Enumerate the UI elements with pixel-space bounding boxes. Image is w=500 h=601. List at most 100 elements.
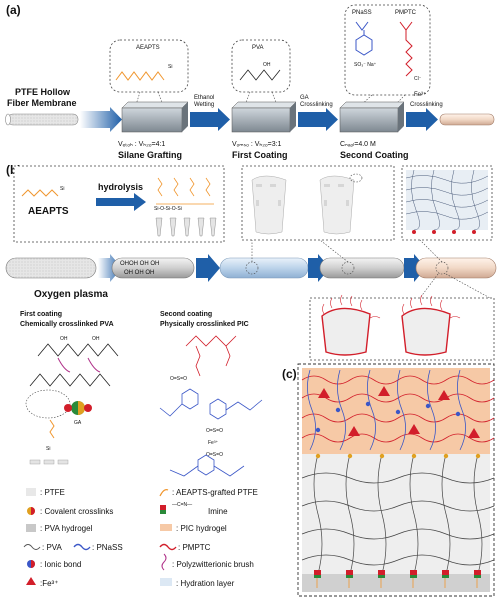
pva-coated-fiber bbox=[319, 257, 405, 279]
coated-fiber-output bbox=[439, 113, 495, 126]
pva-hydrogel-layer bbox=[302, 454, 490, 574]
first-coating-line1: First coating bbox=[20, 311, 62, 318]
svg-text:Fe³⁺: Fe³⁺ bbox=[208, 440, 219, 446]
step3-name: Second Coating bbox=[340, 150, 409, 160]
aeapts-label: AEAPTS bbox=[28, 206, 69, 217]
svg-text:OH: OH bbox=[92, 336, 100, 342]
svg-text:Cl⁻: Cl⁻ bbox=[414, 76, 422, 82]
ptfe-fiber-tube bbox=[7, 113, 79, 126]
hydrogel-network-inset bbox=[401, 165, 493, 241]
ratio-3: Cₙₐₒₗ=4.0 M bbox=[340, 141, 376, 148]
reaction-bath-3 bbox=[339, 107, 399, 133]
svg-text:Si: Si bbox=[168, 64, 172, 70]
svg-text:—C=N—: —C=N— bbox=[172, 502, 192, 508]
aeapts-inset bbox=[109, 39, 189, 93]
ratio-1: Vₑₜₒₕ : Vₕ₂ₒ=4:1 bbox=[118, 141, 165, 148]
svg-text:: Covalent crosslinks: : Covalent crosslinks bbox=[40, 507, 113, 516]
aeapts-hydrolysis-inset: Si AEAPTS hydrolysis Si-O-Si-O-Si bbox=[13, 165, 225, 243]
ptfe-substrate bbox=[302, 574, 490, 592]
pnass-tag: PNaSS bbox=[352, 10, 372, 16]
panel-a-fiber-input: PTFE Hollow Fiber Membrane bbox=[5, 87, 122, 132]
ga-crosslink-icon: GA bbox=[64, 401, 92, 426]
first-coating-chemistry: First coating Chemically crosslinked PVA… bbox=[20, 311, 119, 465]
legend: : PTFE : AEAPTS-grafted PTFE : Covalent … bbox=[23, 488, 258, 588]
second-coating-line1: Second coating bbox=[160, 311, 212, 318]
svg-text:: PVA: : PVA bbox=[42, 543, 63, 552]
hydrolysis-label: hydrolysis bbox=[98, 182, 143, 192]
oxygen-plasma-label: Oxygen plasma bbox=[34, 289, 108, 300]
plasma-treated-fiber bbox=[111, 257, 195, 279]
panel-a-label: (a) bbox=[6, 3, 21, 17]
pmptc-tag: PMPTC bbox=[395, 10, 417, 16]
svg-text:GA: GA bbox=[300, 95, 309, 101]
svg-text:: PVA hydrogel: : PVA hydrogel bbox=[40, 524, 93, 533]
svg-text:: Hydration layer: : Hydration layer bbox=[176, 579, 235, 588]
step-silane-grafting: AEAPTS Si Vₑₜₒₕ : Vₕ₂ₒ=4:1 Silane Grafti… bbox=[109, 39, 189, 160]
pva-inset-tag: PVA bbox=[252, 45, 264, 51]
svg-text:: PNaSS: : PNaSS bbox=[92, 543, 123, 552]
legend-item-fe: :Fe³⁺ bbox=[26, 577, 58, 588]
fiber-title-line2: Fiber Membrane bbox=[7, 98, 77, 108]
svg-text:O=S=O: O=S=O bbox=[170, 376, 187, 382]
hydrolysis-arrow bbox=[96, 193, 146, 211]
arrow-to-step1 bbox=[80, 107, 122, 132]
svg-text:OH: OH bbox=[263, 62, 271, 68]
legend-item-pva-gel: : PVA hydrogel bbox=[26, 524, 93, 533]
ga-label: GA bbox=[74, 420, 82, 426]
step-first-coating: PVA OH Vₒₘₛₒ : Vₕ₂ₒ=3:1 First Coating bbox=[231, 39, 297, 160]
panel-c-interface-diagram bbox=[297, 363, 495, 597]
svg-text:Imine: Imine bbox=[208, 507, 228, 516]
svg-text:O=S=O: O=S=O bbox=[206, 428, 223, 434]
legend-item-imine: —C=N— Imine bbox=[160, 502, 228, 516]
ptfe-fiber-start bbox=[5, 257, 97, 279]
legend-item-pva-pnass-pmptc: : PVA : PNaSS : PMPTC bbox=[23, 543, 211, 552]
svg-text:Fe³⁺: Fe³⁺ bbox=[414, 91, 426, 98]
ratio-2: Vₒₘₛₒ : Vₕ₂ₒ=3:1 bbox=[232, 141, 282, 148]
svg-text:Si: Si bbox=[60, 186, 64, 192]
legend-item-pic-gel: : PIC hydrogel bbox=[160, 524, 227, 533]
svg-text:Wetting: Wetting bbox=[194, 102, 214, 108]
legend-item-covalent: : Covalent crosslinks bbox=[27, 507, 113, 516]
silane-fiber bbox=[219, 257, 309, 279]
svg-text:O=S=O: O=S=O bbox=[206, 452, 223, 458]
second-coating-line2: Physically crosslinked PIC bbox=[160, 321, 249, 328]
svg-text:: PIC hydrogel: : PIC hydrogel bbox=[176, 524, 227, 533]
legend-item-ptfe: : PTFE bbox=[26, 488, 65, 497]
svg-text:: Ionic bond: : Ionic bond bbox=[40, 560, 81, 569]
legend-item-aeapts: : AEAPTS-grafted PTFE bbox=[159, 488, 258, 497]
step-second-coating: PNaSS PMPTC SO₃⁻ Na⁺ Cl⁻ Cₙₐₒₗ=4.0 M Sec… bbox=[339, 4, 431, 160]
pic-coated-fiber bbox=[415, 257, 497, 279]
svg-text:: Polyzwitterionic brush: : Polyzwitterionic brush bbox=[172, 560, 254, 569]
svg-text:Crosslinking: Crosslinking bbox=[300, 102, 333, 108]
svg-text:: PMPTC: : PMPTC bbox=[178, 543, 211, 552]
arrow-step1-step2: Ethanol Wetting bbox=[190, 95, 230, 131]
step2-name: First Coating bbox=[232, 150, 288, 160]
second-coating-chemistry: Second coating Physically crosslinked PI… bbox=[159, 311, 263, 477]
svg-text:OH: OH bbox=[60, 336, 68, 342]
reaction-bath-2 bbox=[231, 107, 291, 133]
svg-text:Ethanol: Ethanol bbox=[194, 95, 214, 101]
svg-text:Si-O-Si-O-Si: Si-O-Si-O-Si bbox=[154, 206, 182, 212]
svg-text:SO₃⁻ Na⁺: SO₃⁻ Na⁺ bbox=[354, 62, 377, 68]
arrow-step2-step3: GA Crosslinking bbox=[298, 95, 338, 131]
pva-inset bbox=[231, 39, 291, 93]
fiber-title-line1: PTFE Hollow bbox=[15, 87, 71, 97]
brush-coated-membrane-inset bbox=[309, 294, 495, 361]
panel-b-fiber-row: OHOH OH OH OH OH OH Oxygen plasma bbox=[5, 239, 497, 300]
svg-text:Crosslinking: Crosslinking bbox=[410, 102, 443, 108]
aeapts-inset-tag: AEAPTS bbox=[136, 45, 160, 51]
svg-text::Fe³⁺: :Fe³⁺ bbox=[40, 579, 58, 588]
legend-item-ionic: : Ionic bond bbox=[27, 560, 81, 569]
svg-text:Si: Si bbox=[46, 446, 50, 452]
oh-row2: OH OH OH bbox=[124, 270, 154, 276]
svg-text:: AEAPTS-grafted PTFE: : AEAPTS-grafted PTFE bbox=[172, 488, 258, 497]
monomer-inset bbox=[344, 4, 431, 96]
legend-item-brush: : Polyzwitterionic brush bbox=[161, 553, 254, 571]
svg-text:: PTFE: : PTFE bbox=[40, 488, 65, 497]
panel-c-label: (c) bbox=[282, 367, 297, 381]
arrow-step3-output: Fe³⁺ Crosslinking bbox=[406, 91, 495, 131]
legend-item-hydration: : Hydration layer bbox=[160, 578, 235, 588]
step1-name: Silane Grafting bbox=[118, 150, 182, 160]
membrane-cross-section-inset bbox=[241, 165, 395, 241]
